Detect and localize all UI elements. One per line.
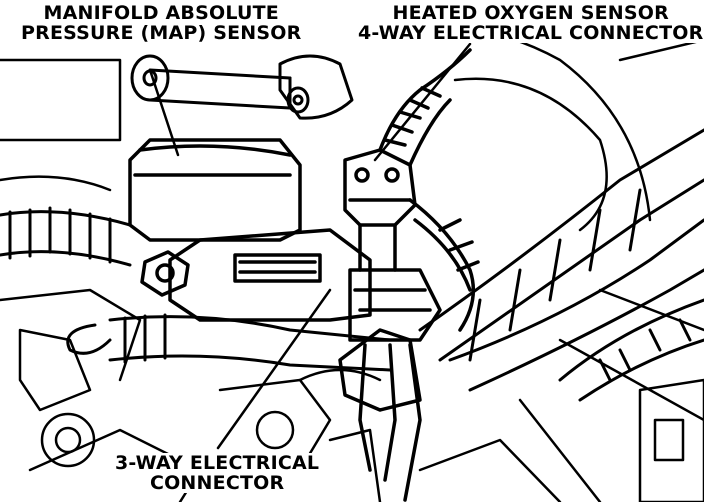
- three-way-connector-label-line1: 3-WAY ELECTRICAL: [115, 452, 320, 474]
- o2-connector-label-line2: 4-WAY ELECTRICAL CONNECTOR: [358, 22, 704, 44]
- wire-harness-loom: [0, 128, 704, 402]
- leader-lines: [148, 42, 472, 450]
- map-sensor-label-line1: MANIFOLD ABSOLUTE: [43, 2, 279, 24]
- three-way-connector-label-line2: CONNECTOR: [149, 472, 285, 494]
- map-sensor: [128, 138, 372, 322]
- o2-connector-leader: [373, 42, 472, 162]
- three-way-connector-leader: [216, 288, 332, 450]
- o2-connector-label-line1: HEATED OXYGEN SENSOR: [392, 2, 669, 24]
- o2-connector-label: HEATED OXYGEN SENSOR 4-WAY ELECTRICAL CO…: [355, 3, 704, 43]
- three-way-connector-label: 3-WAY ELECTRICAL CONNECTOR: [112, 452, 323, 494]
- sensor-mount-bracket: [130, 54, 354, 120]
- map-sensor-label: MANIFOLD ABSOLUTE PRESSURE (MAP) SENSOR: [18, 2, 305, 44]
- map-sensor-label-line2: PRESSURE (MAP) SENSOR: [21, 22, 302, 44]
- map-sensor-leader: [148, 68, 180, 157]
